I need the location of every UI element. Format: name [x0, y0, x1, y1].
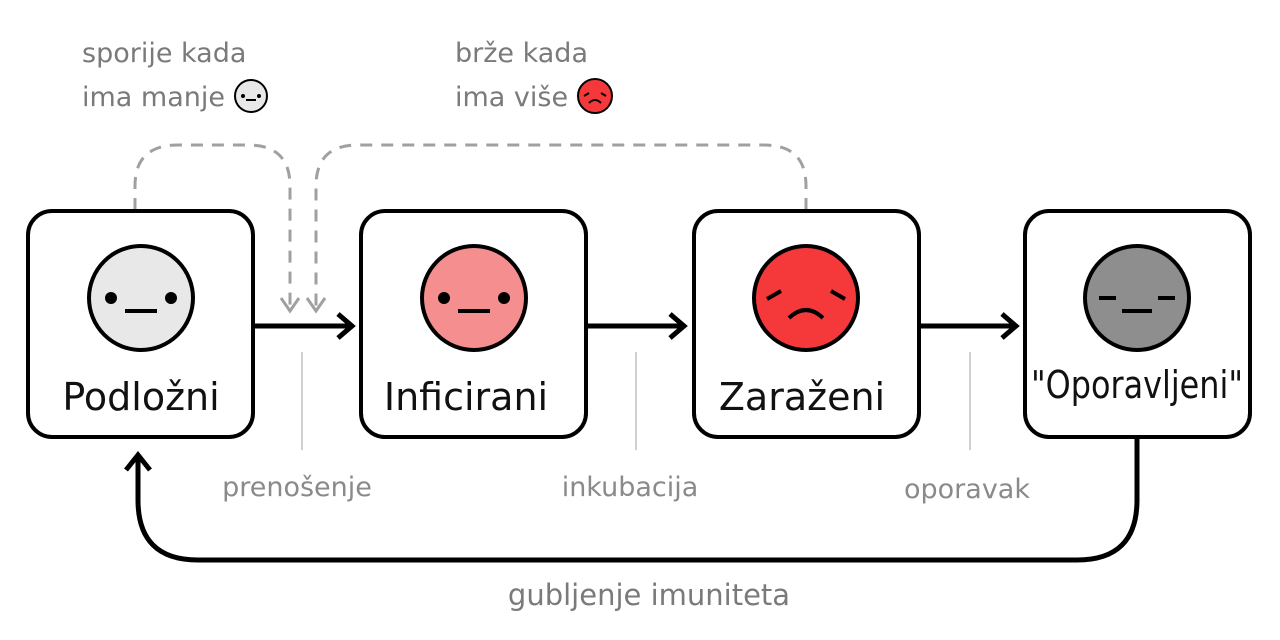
sad-face-icon: [752, 244, 860, 352]
arrowhead-3: [1000, 312, 1020, 340]
arrowhead-2: [668, 312, 688, 340]
state-box-recovered: "Oporavljeni": [1023, 209, 1252, 439]
transition-label-incubation: inkubacija: [562, 472, 699, 503]
slower-note-line2: ima manje: [82, 82, 225, 113]
state-label-infected: Inficirani: [384, 375, 548, 419]
faster-feedback-path: [314, 143, 808, 310]
immunity-loss-arrowhead: [124, 450, 152, 472]
susceptible-face-icon: [234, 79, 268, 113]
transition-label-recovery: oporavak: [904, 474, 1030, 505]
faster-note-line1: brže kada: [455, 38, 588, 69]
state-label-infectious: Zaraženi: [719, 375, 885, 419]
faster-feedback-arrowhead: [305, 297, 327, 314]
infected-face-icon: [577, 78, 613, 114]
state-box-infected: Inficirani: [359, 209, 588, 439]
flat-face-icon: [1083, 244, 1191, 352]
state-box-infectious: Zaraženi: [692, 209, 921, 439]
state-label-recovered: "Oporavljeni": [1031, 363, 1243, 407]
immunity-loss-label: gubljenje imuniteta: [508, 578, 790, 612]
slower-feedback-path: [133, 143, 292, 310]
faster-note-line2: ima više: [455, 82, 568, 113]
immunity-loss-loop: [135, 438, 1140, 563]
transition-label-transmission: prenošenje: [222, 472, 372, 503]
arrowhead-1: [336, 312, 356, 340]
neutral-face-icon: [87, 244, 195, 352]
state-box-susceptible: Podložni: [26, 209, 255, 439]
neutral-face-icon: [420, 244, 528, 352]
state-label-susceptible: Podložni: [62, 375, 219, 419]
slower-note-line1: sporije kada: [82, 38, 246, 69]
slower-feedback-arrowhead: [279, 297, 301, 314]
